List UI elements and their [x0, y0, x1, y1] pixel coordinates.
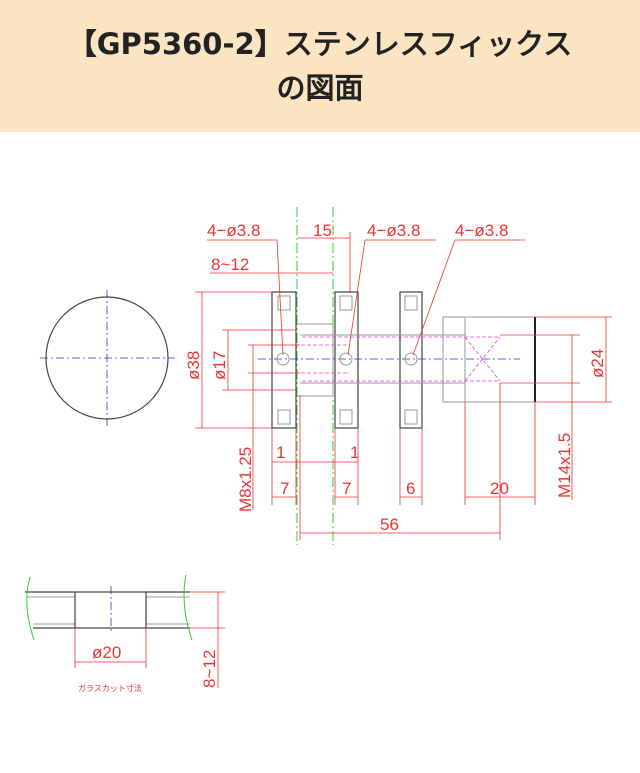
- page-title-line1: 【GP5360-2】ステンレスフィックス: [67, 27, 573, 61]
- hole-label-2: 4−ø3.8: [367, 221, 420, 240]
- glass-cut-label: ガラスカット寸法: [78, 683, 142, 693]
- dim-d24: ø24: [588, 349, 607, 378]
- dim-d20: ø20: [92, 643, 121, 662]
- dim-6: 6: [406, 479, 415, 498]
- page-header: 【GP5360-2】ステンレスフィックス の図面: [0, 0, 640, 132]
- hole-label-1: 4−ø3.8: [207, 221, 260, 240]
- dim-m8: M8x1.25: [236, 447, 255, 512]
- dim-1-left: 1: [276, 443, 285, 462]
- dimensions: [195, 232, 612, 540]
- page-title-line2: の図面: [276, 71, 364, 105]
- dim-d38: ø38: [184, 351, 203, 380]
- dim-20: 20: [490, 479, 509, 498]
- dim-7-right: 7: [342, 479, 351, 498]
- dim-1-right: 1: [350, 443, 359, 462]
- dim-56: 56: [380, 515, 399, 534]
- dim-15: 15: [313, 221, 332, 240]
- dim-glass-thickness: 8~12: [211, 255, 249, 274]
- side-view: [258, 207, 536, 545]
- dim-7-left: 7: [280, 479, 289, 498]
- dim-glass-cut-thickness: 8~12: [200, 650, 219, 688]
- dim-d17: ø17: [210, 351, 229, 380]
- dim-m14: M14x1.5: [555, 433, 574, 498]
- glass-cut-view: ø20 8~12 ガラスカット寸法: [25, 574, 225, 693]
- dimension-labels: 4−ø3.8 4−ø3.8 4−ø3.8 15 8~12 ø38 ø17 M8x…: [184, 221, 607, 534]
- hole-label-3: 4−ø3.8: [455, 221, 508, 240]
- front-view: [40, 290, 175, 428]
